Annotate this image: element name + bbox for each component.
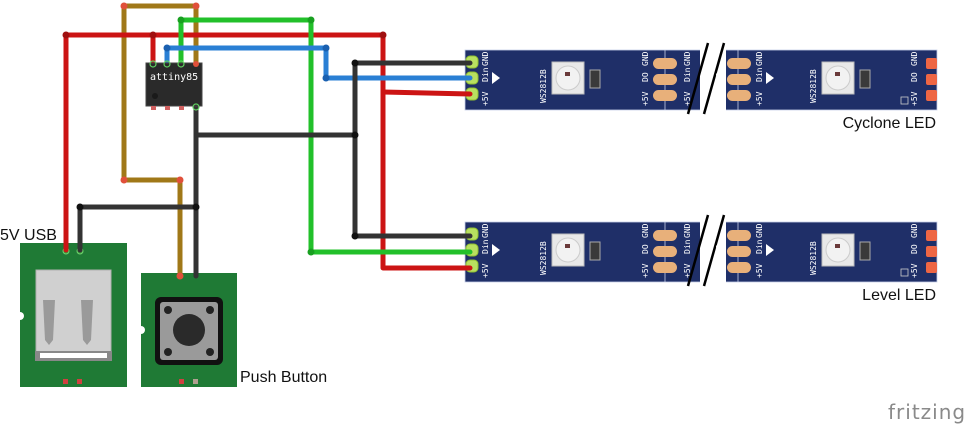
push-button-cap[interactable] — [173, 314, 205, 346]
pin-label: DO — [715, 72, 724, 82]
pin-label: +5V — [910, 91, 919, 106]
pin-label: +5V — [755, 91, 764, 106]
led-part-label: WS2812B — [809, 241, 818, 275]
pin-label: +5V — [755, 263, 764, 278]
direction-arrow-icon — [766, 244, 774, 256]
fritzing-watermark: fritzing — [888, 400, 966, 424]
level-led-label: Level LED — [862, 287, 936, 304]
pin-label: +5V — [715, 91, 724, 106]
pin-label: +5V — [641, 91, 650, 106]
pin-label: Din — [755, 239, 764, 254]
cyclone-pin-din-label: Din — [481, 67, 490, 82]
wire-power-cyclone[interactable] — [380, 89, 473, 97]
led-strip-level: +5V Din GND WS2812B +5V DO GND +5V Din G… — [464, 214, 938, 287]
pin-label: DO — [715, 244, 724, 254]
push-button-board — [137, 273, 237, 387]
pin-label: GND — [641, 223, 650, 238]
strip-break-mark — [702, 42, 726, 115]
strip-break-mark — [702, 214, 726, 287]
led-ws2812b: WS2812B — [809, 233, 871, 275]
pin-label: GND — [641, 51, 650, 66]
pin-label: GND — [683, 223, 692, 238]
cyclone-led-label: Cyclone LED — [843, 115, 936, 132]
pin-label: GND — [910, 223, 919, 238]
strip-break-mark — [686, 214, 710, 287]
attiny85-chip: attiny85 — [145, 60, 203, 111]
led-strip-cyclone: +5V Din GND WS2812B +5V DO GND +5V Din G… — [464, 42, 938, 115]
pin-label: GND — [910, 51, 919, 66]
pin-label: +5V — [641, 263, 650, 278]
strip-break-mark — [686, 42, 710, 115]
led-part-label: WS2812B — [539, 69, 548, 103]
pin-label: +5V — [910, 263, 919, 278]
wire-power-main[interactable] — [63, 32, 473, 271]
direction-arrow-icon — [492, 244, 500, 256]
wire-button-signal[interactable] — [121, 3, 199, 279]
pin-label: Din — [683, 239, 692, 254]
led-part-label: WS2812B — [539, 241, 548, 275]
led-ws2812b: WS2812B — [539, 233, 601, 275]
wire-bendpoints — [62, 2, 387, 280]
cyclone-pin-5v-label: +5V — [481, 91, 490, 106]
led-part-label: WS2812B — [809, 69, 818, 103]
level-pin-5v-label: +5V — [481, 263, 490, 278]
pin-label: GND — [683, 51, 692, 66]
push-button-label: Push Button — [240, 369, 327, 386]
level-pin-din-label: Din — [481, 239, 490, 254]
pin-label: +5V — [715, 263, 724, 278]
chip-label: attiny85 — [150, 72, 198, 83]
pin-label: GND — [755, 223, 764, 238]
pin-label: DO — [641, 244, 650, 254]
wires — [63, 3, 473, 279]
pin-label: GND — [755, 51, 764, 66]
wire-ground-strips[interactable] — [352, 60, 473, 239]
pin-label: DO — [910, 244, 919, 254]
pin-label: DO — [641, 72, 650, 82]
direction-arrow-icon — [492, 72, 500, 84]
cyclone-pin-gnd-label: GND — [481, 51, 490, 66]
led-ws2812b: WS2812B — [809, 61, 871, 103]
pin-label: Din — [683, 67, 692, 82]
level-pin-gnd-label: GND — [481, 223, 490, 238]
pin-label: DO — [910, 72, 919, 82]
usb-board — [16, 243, 127, 387]
pin-label: Din — [755, 67, 764, 82]
direction-arrow-icon — [766, 72, 774, 84]
pin-label: +5V — [683, 263, 692, 278]
pin-label: +5V — [683, 91, 692, 106]
led-ws2812b: WS2812B — [539, 61, 601, 103]
usb-label: 5V USB — [0, 227, 57, 244]
